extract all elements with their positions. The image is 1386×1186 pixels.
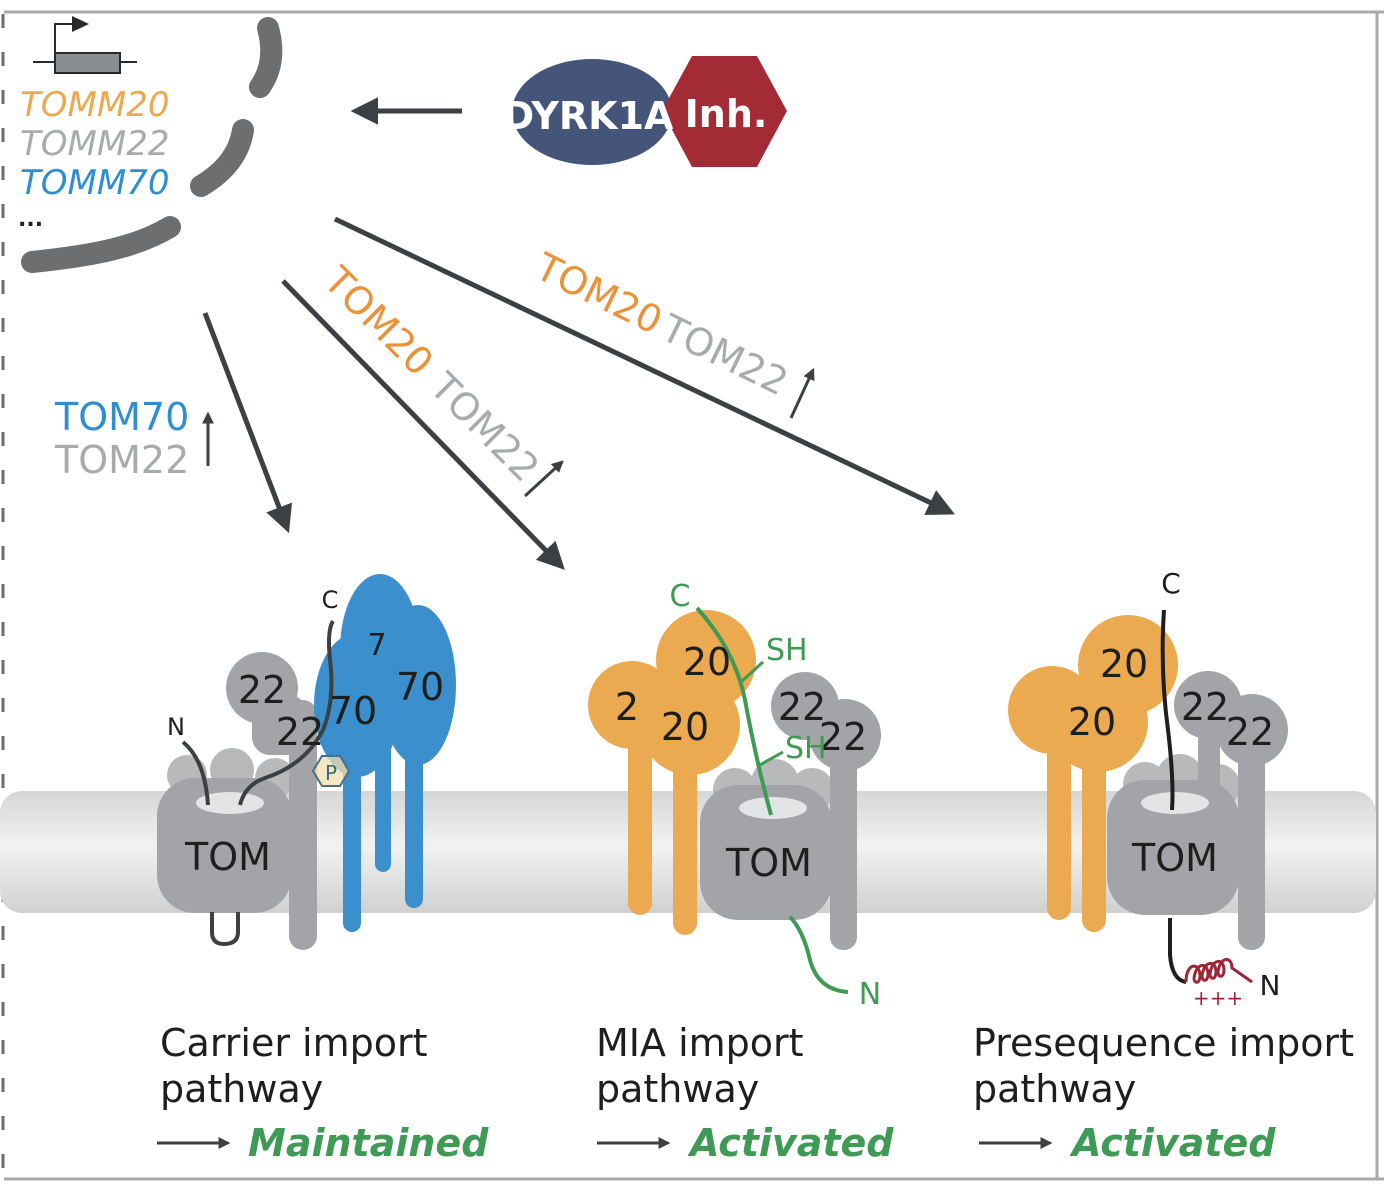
mia-tom-barrel [700,785,832,920]
presequence-complex: TOM 20 20 22 22 +++ N C [1008,567,1288,1010]
carrier-tom70-label-b: 70 [396,665,444,709]
nuclear-envelope-icon [21,17,283,273]
gene-name-tomm22: TOMM22 [20,124,169,164]
gene-name-tomm70: TOMM70 [20,163,169,203]
carrier-tom70-label-c: 7 [367,628,386,663]
mia-c-terminus: C [670,579,691,614]
presequence-label-tom22: TOM22 [654,305,795,404]
presequence-tom-label: TOM [1131,836,1218,880]
mia-substrate-chain [695,606,773,816]
arrow-to-carrier [202,312,293,534]
carrier-tom22-label-a: 22 [238,668,286,712]
carrier-n-terminus: N [167,713,185,741]
carrier-substrate-chain [181,619,335,806]
dyrk1a-ellipse [512,59,672,165]
presequence-label-tom20: TOM20 [528,244,669,343]
dyrk1a-label: DYRK1A [503,94,674,138]
presequence-tom-barrel [1107,780,1239,915]
carrier-tom70-label-a: 70 [329,689,377,733]
presequence-c-terminus: C [1161,567,1181,600]
pathway-title-line1: Presequence import [973,1021,1354,1065]
carrier-phospho-label: P [325,761,337,785]
mia-label-tom22: TOM22 [421,364,548,491]
presequence-n-terminus: N [1260,969,1281,1002]
presequence-tom20-head-b [1048,672,1148,772]
carrier-complex: P TOM 22 22 70 70 7 N C [157,574,456,950]
mia-complex: TOM 20 20 2 22 22 SH SH C N [588,579,881,1012]
mia-tom-label: TOM [725,841,812,885]
arrow-to-presequence [333,216,955,515]
mia-tom20-label-b: 20 [661,705,709,749]
mia-tom20-head-b [640,675,740,775]
arrow-to-mia [281,279,565,570]
presequence-up-arrow-icon [789,367,815,419]
pathway-status: Maintained [248,1121,489,1165]
pathway-title-line1: Carrier import [160,1021,428,1065]
dyrk1a-inhibitor: DYRK1A Inh. [503,56,787,167]
carrier-label-tom22: TOM22 [54,438,189,482]
gene-ellipsis: ... [18,207,43,232]
mia-label-tom20: TOM20 [315,258,442,385]
mia-up-arrow-icon [523,460,564,498]
carrier-tom70-b [380,605,456,765]
pathway-caption-presequence: Presequence import pathway Activated [973,1021,1354,1165]
inhibitor-hexagon [662,56,787,167]
inhibitor-label: Inh. [685,92,768,136]
frame [1,10,1384,1181]
gene-name-tomm20: TOMM20 [20,85,169,125]
presequence-tom22-label-b: 22 [1226,710,1274,754]
carrier-tom-label: TOM [184,835,271,879]
presequence-substrate-chain [1160,609,1175,811]
phospho-hexagon-icon [311,755,351,787]
presequence-tom22-label-a: 22 [1181,685,1229,729]
pathway-title-line2: pathway [160,1067,323,1111]
presequence-tom22-head-b [1216,694,1288,766]
presequence-tom20-label-b: 20 [1068,700,1116,744]
mia-tom20-label-a: 20 [683,640,731,684]
carrier-label-tom70: TOM70 [54,395,189,439]
mia-sh-label-1: SH [766,633,808,668]
presequence-charge-label: +++ [1193,986,1243,1010]
mia-tom20-label-c: 2 [615,685,639,729]
presequence-tom20-label-a: 20 [1100,642,1148,686]
gene-icon [33,16,137,74]
carrier-tom22-label-b: 22 [276,710,324,754]
pathway-status: Activated [687,1121,894,1165]
carrier-tom-barrel [157,778,292,913]
pathway-status: Activated [1069,1121,1276,1165]
mia-sh-label-2: SH [785,731,827,766]
mia-tom22-label-b: 22 [819,715,867,759]
pathway-caption-mia: MIA import pathway Activated [596,1021,894,1165]
carrier-c-terminus: C [322,586,339,614]
pathway-title-line2: pathway [973,1067,1136,1111]
pathway-title-line2: pathway [596,1067,759,1111]
presequence-helix-icon [1184,958,1253,984]
pathway-title-line1: MIA import [596,1021,804,1065]
mia-tom22-head-b [809,699,881,771]
pathway-caption-carrier: Carrier import pathway Maintained [157,1021,489,1165]
mia-tom22-label-a: 22 [778,685,826,729]
mia-n-terminus: N [859,977,881,1012]
